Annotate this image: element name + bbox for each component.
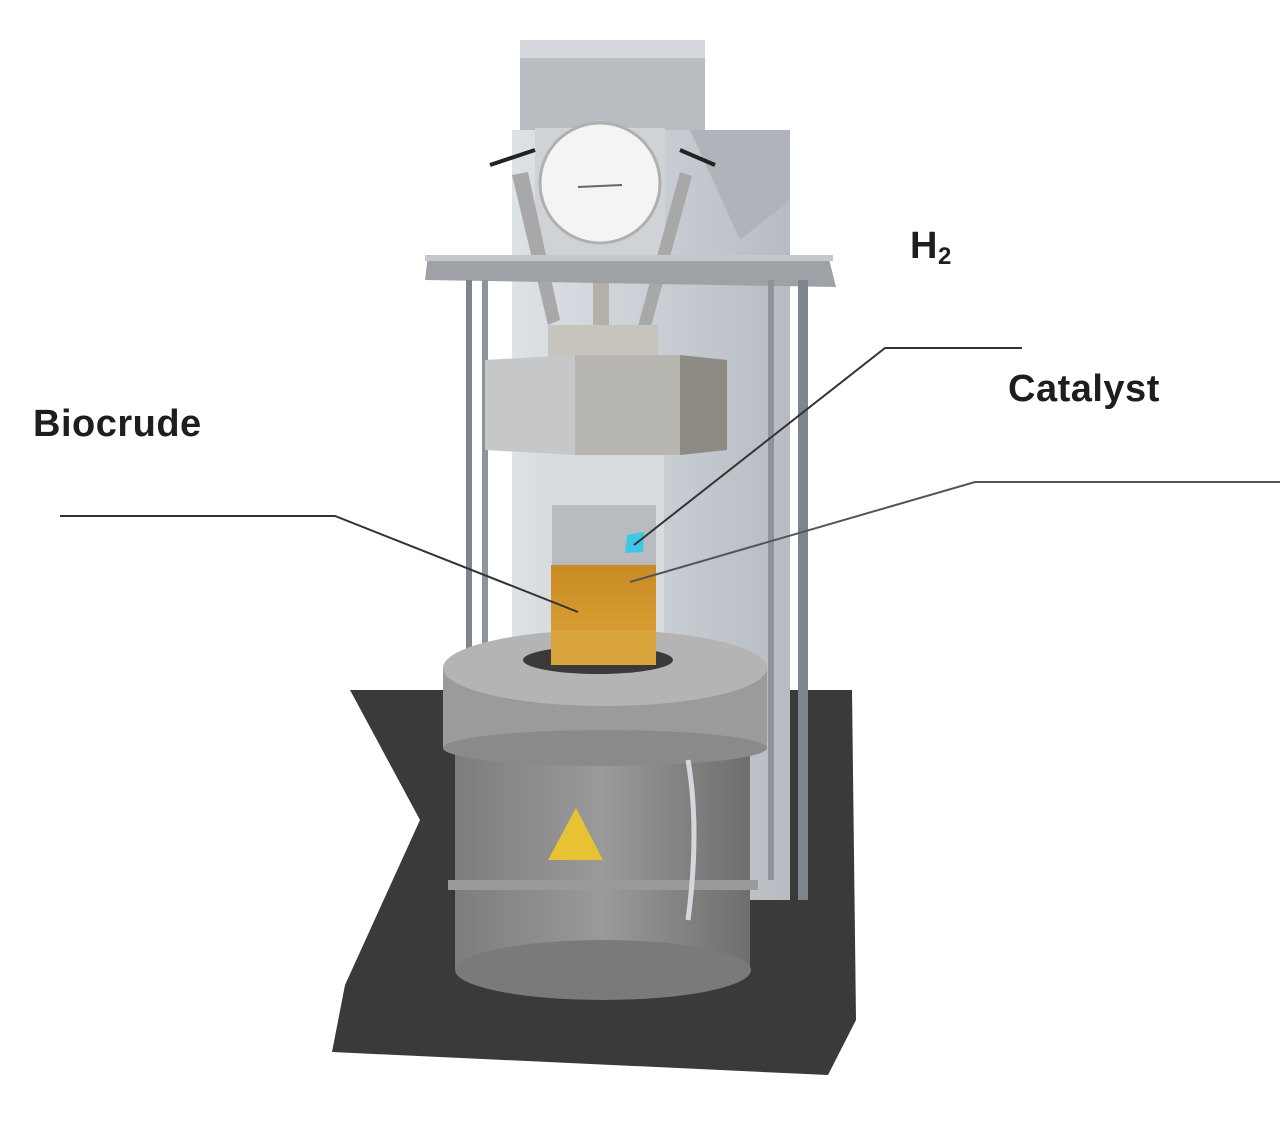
pressure-gauge xyxy=(538,121,662,245)
catalyst-label: Catalyst xyxy=(1008,368,1160,410)
h2-label: H2 xyxy=(910,225,952,271)
catalyst-particle xyxy=(625,532,644,553)
reactor-head xyxy=(485,355,575,455)
h2-leader-line xyxy=(629,481,1280,583)
h2-label-main: H xyxy=(910,225,938,267)
catalyst-leader-line xyxy=(633,347,1022,546)
biocrude-label: Biocrude xyxy=(33,403,202,445)
top-shelf xyxy=(425,255,836,287)
h2-label-sub: 2 xyxy=(937,243,952,270)
heater-lower xyxy=(455,745,750,970)
warning-triangle-icon xyxy=(548,808,603,860)
biocrude-leader-line xyxy=(60,515,579,613)
